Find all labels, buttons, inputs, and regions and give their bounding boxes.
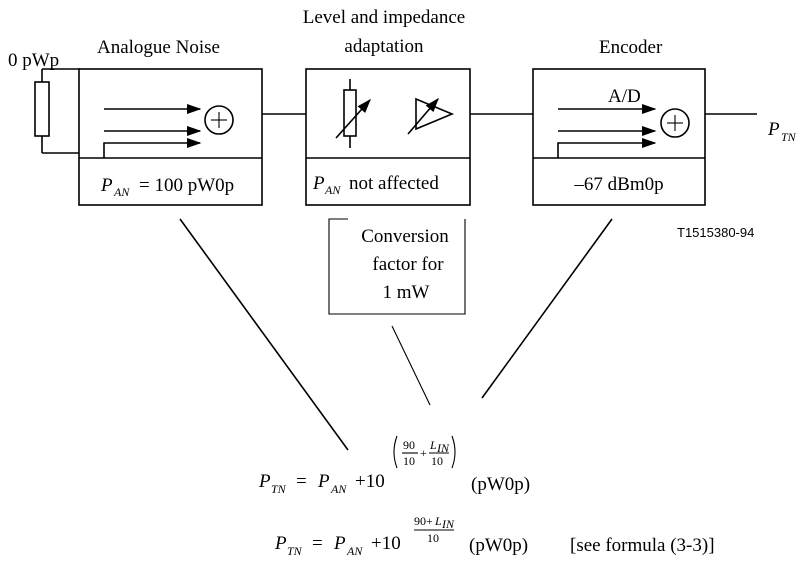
ad-label: A/D [608,86,641,107]
svg-text:90: 90 [403,438,415,452]
variable-resistor-icon [335,79,371,148]
encoder-block: A/D –67 dBm0p [532,68,706,206]
svg-text:L: L [429,438,437,452]
svg-text:AN: AN [330,482,347,496]
svg-text:P: P [333,533,346,554]
svg-text:TN: TN [271,482,287,496]
adder-icon [660,108,690,138]
conversion-callout: Conversion factor for 1 mW [328,218,466,315]
svg-text:10: 10 [431,454,443,468]
pointer-encoder [481,218,613,399]
lv-box-P: P [312,173,325,194]
callout-line3: 1 mW [383,282,430,303]
svg-text:10: 10 [403,454,415,468]
level-label-line1: Level and impedance [303,7,465,28]
an-box-value: = 100 pW0p [139,175,234,196]
lv-box-value: not affected [349,173,439,194]
source-resistor [34,68,80,154]
pointer-conversion [391,325,431,406]
svg-text:AN: AN [346,544,363,558]
analogue-noise-label: Analogue Noise [97,37,220,58]
variable-amplifier-icon [407,97,455,135]
svg-text:P: P [317,471,330,492]
callout-line1: Conversion [361,226,449,247]
svg-text:(pW0p): (pW0p) [469,535,528,556]
an-box-sub: AN [113,185,130,199]
svg-text:+10: +10 [371,533,401,554]
svg-text:10: 10 [427,531,439,545]
analogue-noise-block: P AN = 100 pW0p [78,68,263,206]
encoder-label: Encoder [599,37,663,58]
svg-text:[see formula (3-3)]: [see formula (3-3)] [570,535,715,556]
lv-box-sub: AN [324,183,341,197]
svg-text:IN: IN [441,517,455,531]
ptn-output-P: P [767,119,780,140]
svg-text:P: P [258,471,271,492]
ptn-output-sub: TN [781,130,797,144]
enc-box-value: –67 dBm0p [573,174,663,195]
svg-text:=: = [312,533,323,554]
formula-2: P TN = P AN +10 90+ L IN 10 (pW0p) [see … [274,514,715,558]
svg-text:(pW0p): (pW0p) [471,474,530,495]
svg-text:IN: IN [436,441,450,455]
pointer-pan [179,218,349,451]
zero-pwp-label: 0 pWp [8,50,59,71]
adder-icon [204,105,234,135]
svg-text:TN: TN [287,544,303,558]
svg-text:90+: 90+ [414,514,433,528]
svg-text:P: P [274,533,287,554]
level-adaptation-block: P AN not affected [305,68,471,206]
formula-1: P TN = P AN +10 90 10 + L IN 10 (pW0p) [258,435,530,496]
figure-id: T1515380-94 [677,225,754,240]
svg-text:L: L [434,514,442,528]
callout-line2: factor for [372,254,444,275]
level-label-line2: adaptation [344,36,424,57]
svg-text:+: + [420,446,427,460]
svg-text:=: = [296,471,307,492]
svg-text:+10: +10 [355,471,385,492]
an-box-P: P [100,175,113,196]
